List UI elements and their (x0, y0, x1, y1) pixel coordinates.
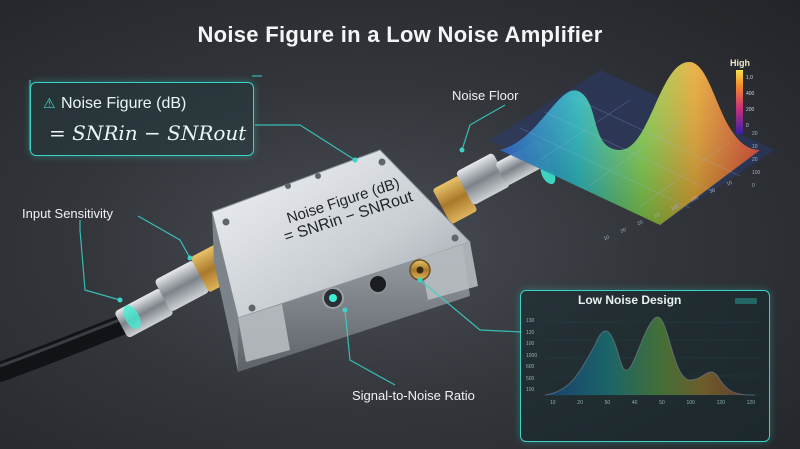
ld-x-tick: 50 (604, 400, 611, 406)
ld-x-ticks: 10 20 50 40 50 100 120 120 (550, 400, 755, 406)
formula-line1: Noise Figure (dB) (61, 95, 187, 112)
ld-y-tick: 500 (526, 375, 535, 382)
ld-x-tick: 100 (686, 400, 695, 406)
ld-y-tick: 130 (526, 318, 535, 324)
low-noise-design-title: Low Noise Design (578, 293, 682, 307)
surface-y-tick: 20 (752, 157, 758, 163)
callout-input-sensitivity: Input Sensitivity (22, 206, 114, 221)
ld-y-tick: 1000 (526, 352, 538, 359)
formula-callout: ⚠ Noise Figure (dB) = SNRin − SNRout (30, 82, 254, 156)
leader-lines (29, 75, 523, 386)
amplifier-box (211, 149, 478, 372)
callout-noise-floor: Noise Floor (452, 88, 519, 103)
ld-y-tick: 600 (526, 364, 535, 370)
ld-y-tick: 120 (526, 329, 535, 336)
surface-y-tick: 0 (752, 183, 755, 189)
noise-floor-surface (490, 61, 775, 225)
output-connector (433, 141, 556, 224)
cable-highlight (0, 314, 131, 368)
formula-line2: = SNRin − SNRout (49, 121, 247, 145)
leader-dots (117, 147, 465, 313)
surface-y-tick: 10 (752, 144, 758, 150)
low-noise-design-panel (520, 290, 770, 442)
surface-y-tick: 100 (752, 170, 761, 176)
colorbar (736, 70, 743, 134)
colorbar-high-label: High (730, 58, 750, 68)
ld-x-tick: 120 (746, 400, 755, 406)
ld-x-tick: 10 (550, 400, 556, 406)
surface-y-tick: 20 (752, 131, 758, 137)
ld-y-tick: 100 (526, 387, 535, 393)
ld-y-tick: 100 (526, 341, 535, 347)
ld-x-tick: 50 (659, 400, 665, 406)
ld-x-tick: 120 (716, 400, 725, 406)
callout-signal-to-noise: Signal-to-Noise Ratio (352, 388, 475, 403)
colorbar-ticks: 1.0 400 200 0 (746, 70, 754, 134)
colorbar-tick: 400 (746, 91, 755, 97)
colorbar-tick: 0 (746, 123, 749, 129)
ld-x-tick: 20 (577, 400, 583, 406)
colorbar-tick: 200 (746, 107, 755, 113)
colorbar-tick: 1.0 (746, 75, 753, 81)
surface-y-ticks: 20 10 20 100 0 (752, 128, 760, 193)
ld-x-tick: 40 (631, 400, 638, 406)
coax-cable (0, 312, 140, 382)
page-title: Noise Figure in a Low Noise Amplifier (197, 22, 603, 47)
warning-triangle-icon: ⚠ (43, 95, 56, 111)
ld-y-ticks: 130 120 100 1000 600 500 100 (526, 316, 537, 397)
